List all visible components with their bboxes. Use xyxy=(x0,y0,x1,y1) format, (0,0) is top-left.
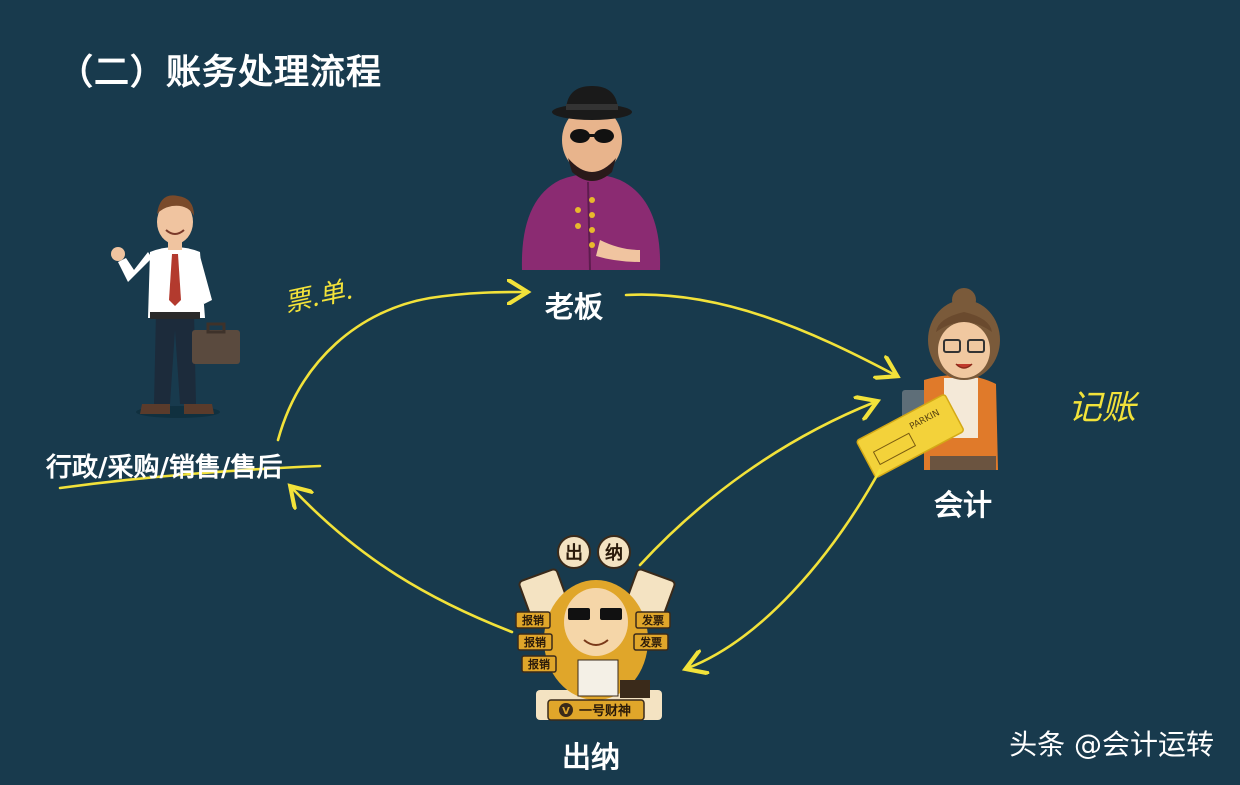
node-cashier-label: 出纳 xyxy=(562,740,621,774)
arrow-cashier-to-accountant xyxy=(638,402,875,567)
cashier-tag-left-1: 报销 xyxy=(522,613,544,627)
cashier-head-char-2: 纳 xyxy=(605,542,623,564)
slide-title: （二）账务处理流程 xyxy=(58,53,383,93)
cashier-tag-left-2: 报销 xyxy=(524,635,546,649)
arrow-boss-to-accountant xyxy=(624,293,895,375)
node-accountant-label: 会计 xyxy=(934,488,993,522)
underline-staff xyxy=(58,464,322,490)
cashier-brand-text: 一号财神 xyxy=(579,703,631,719)
svg-text:V: V xyxy=(562,706,570,717)
arrow-cashier-to-staff xyxy=(292,488,514,634)
cashier-tag-right-2: 发票 xyxy=(639,635,662,649)
node-boss-label: 老板 xyxy=(545,290,604,324)
watermark: 头条 @会计运转 xyxy=(1009,728,1214,761)
accountant-figure: PARKIN xyxy=(856,288,1000,478)
boss-figure xyxy=(521,86,661,271)
node-staff-label: 行政/采购/销售/售后 xyxy=(46,453,283,483)
cashier-tag-right-1: 发票 xyxy=(641,613,664,627)
cashier-figure: 出 纳 报销 报销 报销 发票 发票 V 一号财神 xyxy=(515,535,676,721)
cashier-tag-left-3: 报销 xyxy=(528,657,550,671)
office-worker-figure xyxy=(111,195,240,418)
annotation-bookkeeping: 记账 xyxy=(1068,388,1136,428)
arrow-staff-to-boss xyxy=(276,292,525,442)
cashier-head-char-1: 出 xyxy=(565,542,583,564)
arrow-accountant-to-cashier xyxy=(688,468,882,668)
